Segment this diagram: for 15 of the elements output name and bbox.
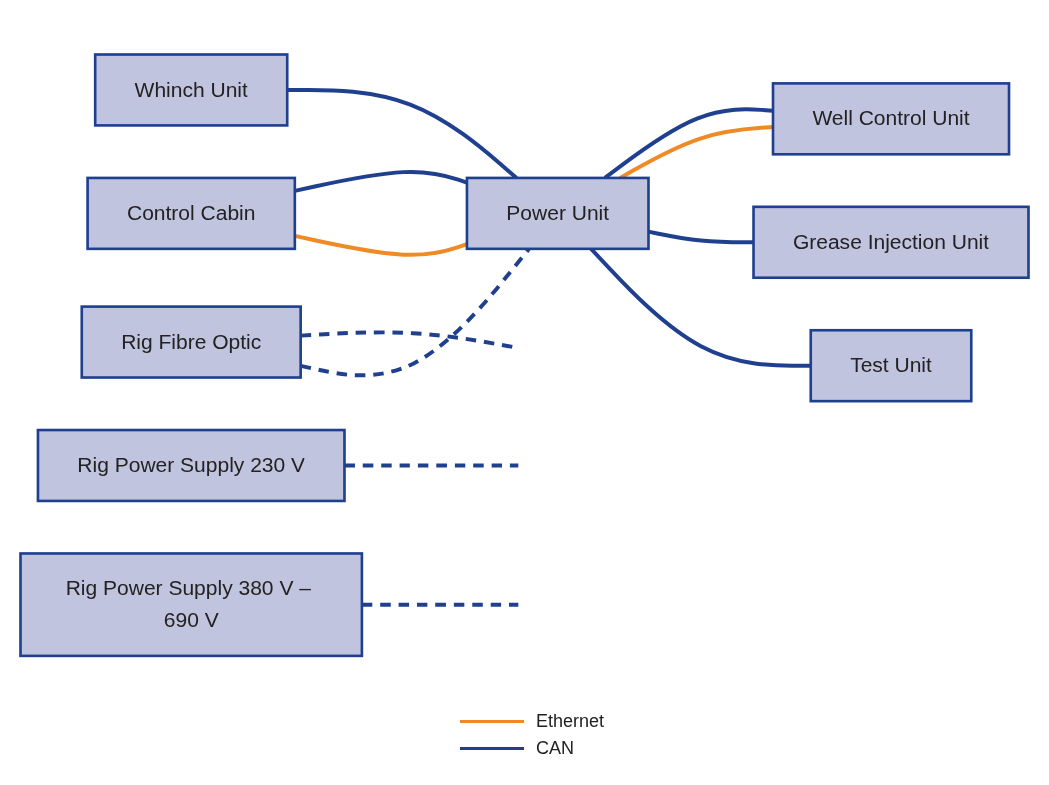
connector: [361, 602, 519, 607]
node-box: Rig Fibre Optic: [80, 305, 302, 379]
legend-text: Ethernet: [536, 711, 605, 732]
node-box: Rig Power Supply 230 V: [36, 428, 346, 503]
node-box: Control Cabin: [86, 176, 297, 250]
legend-text: CAN: [536, 738, 574, 759]
node-box: Rig Power Supply 380 V – 690 V: [19, 551, 364, 657]
node-box: Well Control Unit: [771, 81, 1011, 156]
connector: [294, 233, 468, 257]
node-box: Test Unit: [809, 328, 973, 403]
node-box: Grease Injection Unit: [752, 205, 1030, 279]
connector: [648, 229, 754, 245]
connector: [344, 463, 519, 468]
node-box: Power Unit: [465, 176, 650, 250]
node-box: Whinch Unit: [93, 53, 289, 127]
